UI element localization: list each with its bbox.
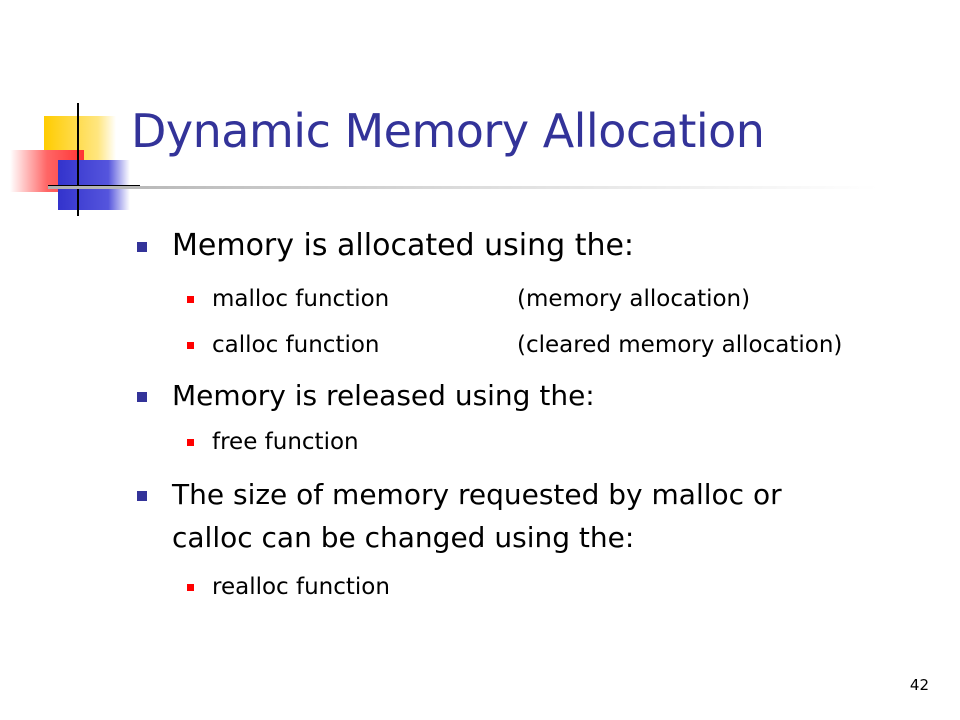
bullet-item: The size of memory requested by malloc o…	[137, 475, 782, 515]
square-bullet-icon	[187, 439, 194, 446]
square-bullet-icon	[187, 296, 194, 303]
function-name: realloc function	[212, 574, 390, 600]
sub-bullet-item: free function	[187, 427, 359, 457]
square-bullet-icon	[137, 392, 147, 402]
bullet-text: Memory is allocated using the:	[172, 228, 635, 263]
sub-bullet-item: realloc function	[187, 572, 390, 602]
sub-bullet-item: calloc function (cleared memory allocatio…	[187, 330, 843, 360]
function-note: (cleared memory allocation)	[517, 332, 843, 358]
slide-number: 42	[909, 676, 929, 694]
bullet-text-line1: The size of memory requested by malloc o…	[172, 478, 782, 511]
square-bullet-icon	[137, 242, 147, 252]
bullet-text-line2: calloc can be changed using the:	[172, 521, 635, 554]
bullet-item: Memory is allocated using the:	[137, 226, 635, 266]
bullet-item-continuation: calloc can be changed using the:	[172, 518, 634, 558]
square-bullet-icon	[137, 491, 147, 501]
function-name: malloc function	[212, 286, 390, 312]
function-name: free function	[212, 429, 359, 455]
function-name: calloc function	[212, 332, 380, 358]
square-bullet-icon	[187, 584, 194, 591]
title-underline	[48, 186, 878, 189]
bullet-item: Memory is released using the:	[137, 376, 595, 416]
square-bullet-icon	[187, 342, 194, 349]
bullet-text: Memory is released using the:	[172, 379, 595, 412]
function-note: (memory allocation)	[517, 286, 751, 312]
slide-title: Dynamic Memory Allocation	[131, 104, 765, 158]
sub-bullet-item: malloc function (memory allocation)	[187, 284, 751, 314]
